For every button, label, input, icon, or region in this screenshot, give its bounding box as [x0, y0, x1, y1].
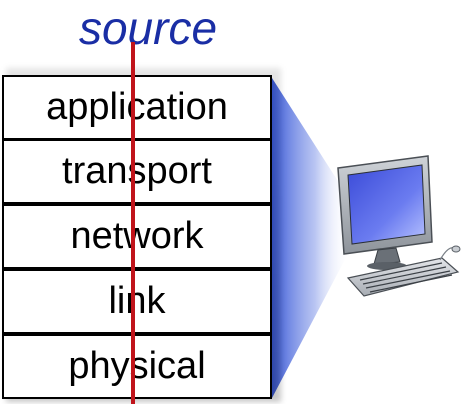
layer-application: application — [2, 75, 272, 140]
layer-transport: transport — [2, 139, 272, 204]
layer-stack: application transport network link physi… — [2, 75, 272, 402]
desktop-computer-icon — [337, 155, 461, 297]
data-path-line — [131, 42, 135, 404]
layer-link: link — [2, 269, 272, 334]
layer-physical: physical — [2, 334, 272, 399]
diagram-title: source — [78, 2, 218, 54]
layer-network: network — [2, 204, 272, 269]
